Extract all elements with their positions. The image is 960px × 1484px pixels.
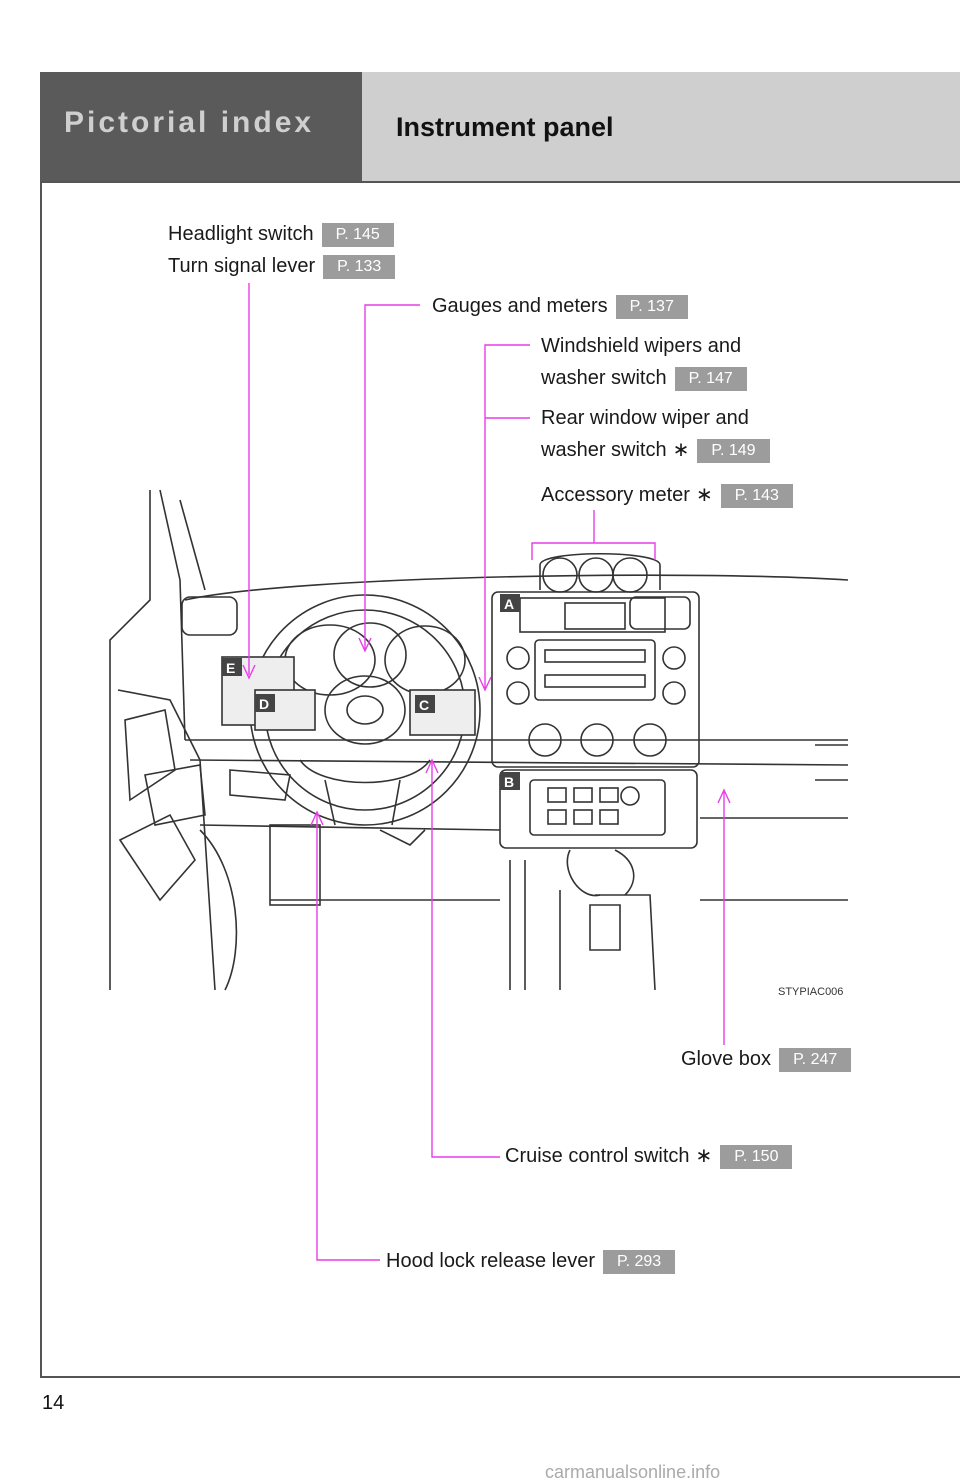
page-title: Instrument panel: [396, 112, 614, 142]
illustration-code: STYPIAC006: [778, 986, 844, 998]
header-divider: [40, 181, 960, 183]
badge-b-label: B: [504, 774, 514, 790]
page-ref-p247[interactable]: P. 247: [779, 1047, 852, 1072]
watermark: carmanualsonline.info: [545, 1462, 721, 1482]
callout-glove-box: Glove box P. 247: [681, 1047, 852, 1072]
callout-label: Windshield wipers and: [541, 335, 742, 357]
callout-headlight-switch: Headlight switch P. 145: [168, 222, 394, 247]
page-ref-p293[interactable]: P. 293: [603, 1249, 676, 1274]
callout-label: Hood lock release lever: [386, 1250, 595, 1272]
optional-mark: ∗: [695, 1145, 713, 1167]
callout-accessory-meter: Accessory meter∗ P. 143: [541, 483, 793, 508]
badge-c-label: C: [419, 697, 429, 713]
badge-d: [255, 694, 275, 712]
callout-label: Rear window wiper and: [541, 407, 749, 429]
page-ref-p133[interactable]: P. 133: [323, 254, 396, 279]
callout-label: Cruise control switch: [505, 1145, 690, 1167]
callout-label: Glove box: [681, 1048, 772, 1070]
callout-label: Headlight switch: [168, 223, 314, 245]
badge-b: [500, 772, 520, 790]
page-number: 14: [42, 1392, 65, 1414]
badge-d-label: D: [259, 696, 269, 712]
callout-label-line2: washer switch: [541, 439, 667, 461]
callout-turn-signal-lever: Turn signal lever P. 133: [168, 254, 396, 279]
callout-windshield-wipers: Windshield wipers and washer switch P. 14…: [541, 334, 747, 391]
page-ref-p145[interactable]: P. 145: [321, 222, 394, 247]
badge-a: [500, 594, 520, 612]
badge-e-label: E: [226, 660, 235, 676]
callout-rear-window-wiper: Rear window wiper and washer switch∗ P. 1…: [541, 406, 770, 463]
page-ref-p143[interactable]: P. 143: [720, 483, 793, 508]
callout-cruise-control: Cruise control switch∗ P. 150: [505, 1144, 793, 1169]
optional-mark: ∗: [695, 484, 713, 506]
section-title: Pictorial index: [64, 106, 315, 139]
badge-e: [222, 658, 242, 676]
page-ref-p147[interactable]: P. 147: [674, 366, 747, 391]
title-bar: [362, 72, 960, 182]
callout-label: Accessory meter: [541, 484, 690, 506]
callout-label: Gauges and meters: [432, 295, 608, 317]
callout-hood-lock: Hood lock release lever P. 293: [386, 1249, 676, 1274]
page-ref-p150[interactable]: P. 150: [720, 1144, 793, 1169]
page-ref-p137[interactable]: P. 137: [615, 294, 688, 319]
callout-label: Turn signal lever: [168, 255, 316, 277]
page-ref-p149[interactable]: P. 149: [697, 438, 770, 463]
badge-a-label: A: [504, 596, 514, 612]
optional-mark: ∗: [672, 439, 690, 461]
badge-c: [415, 695, 435, 713]
callout-gauges-meters: Gauges and meters P. 137: [432, 294, 688, 319]
callout-label-line2: washer switch: [541, 367, 667, 389]
section-tab: [40, 72, 362, 182]
